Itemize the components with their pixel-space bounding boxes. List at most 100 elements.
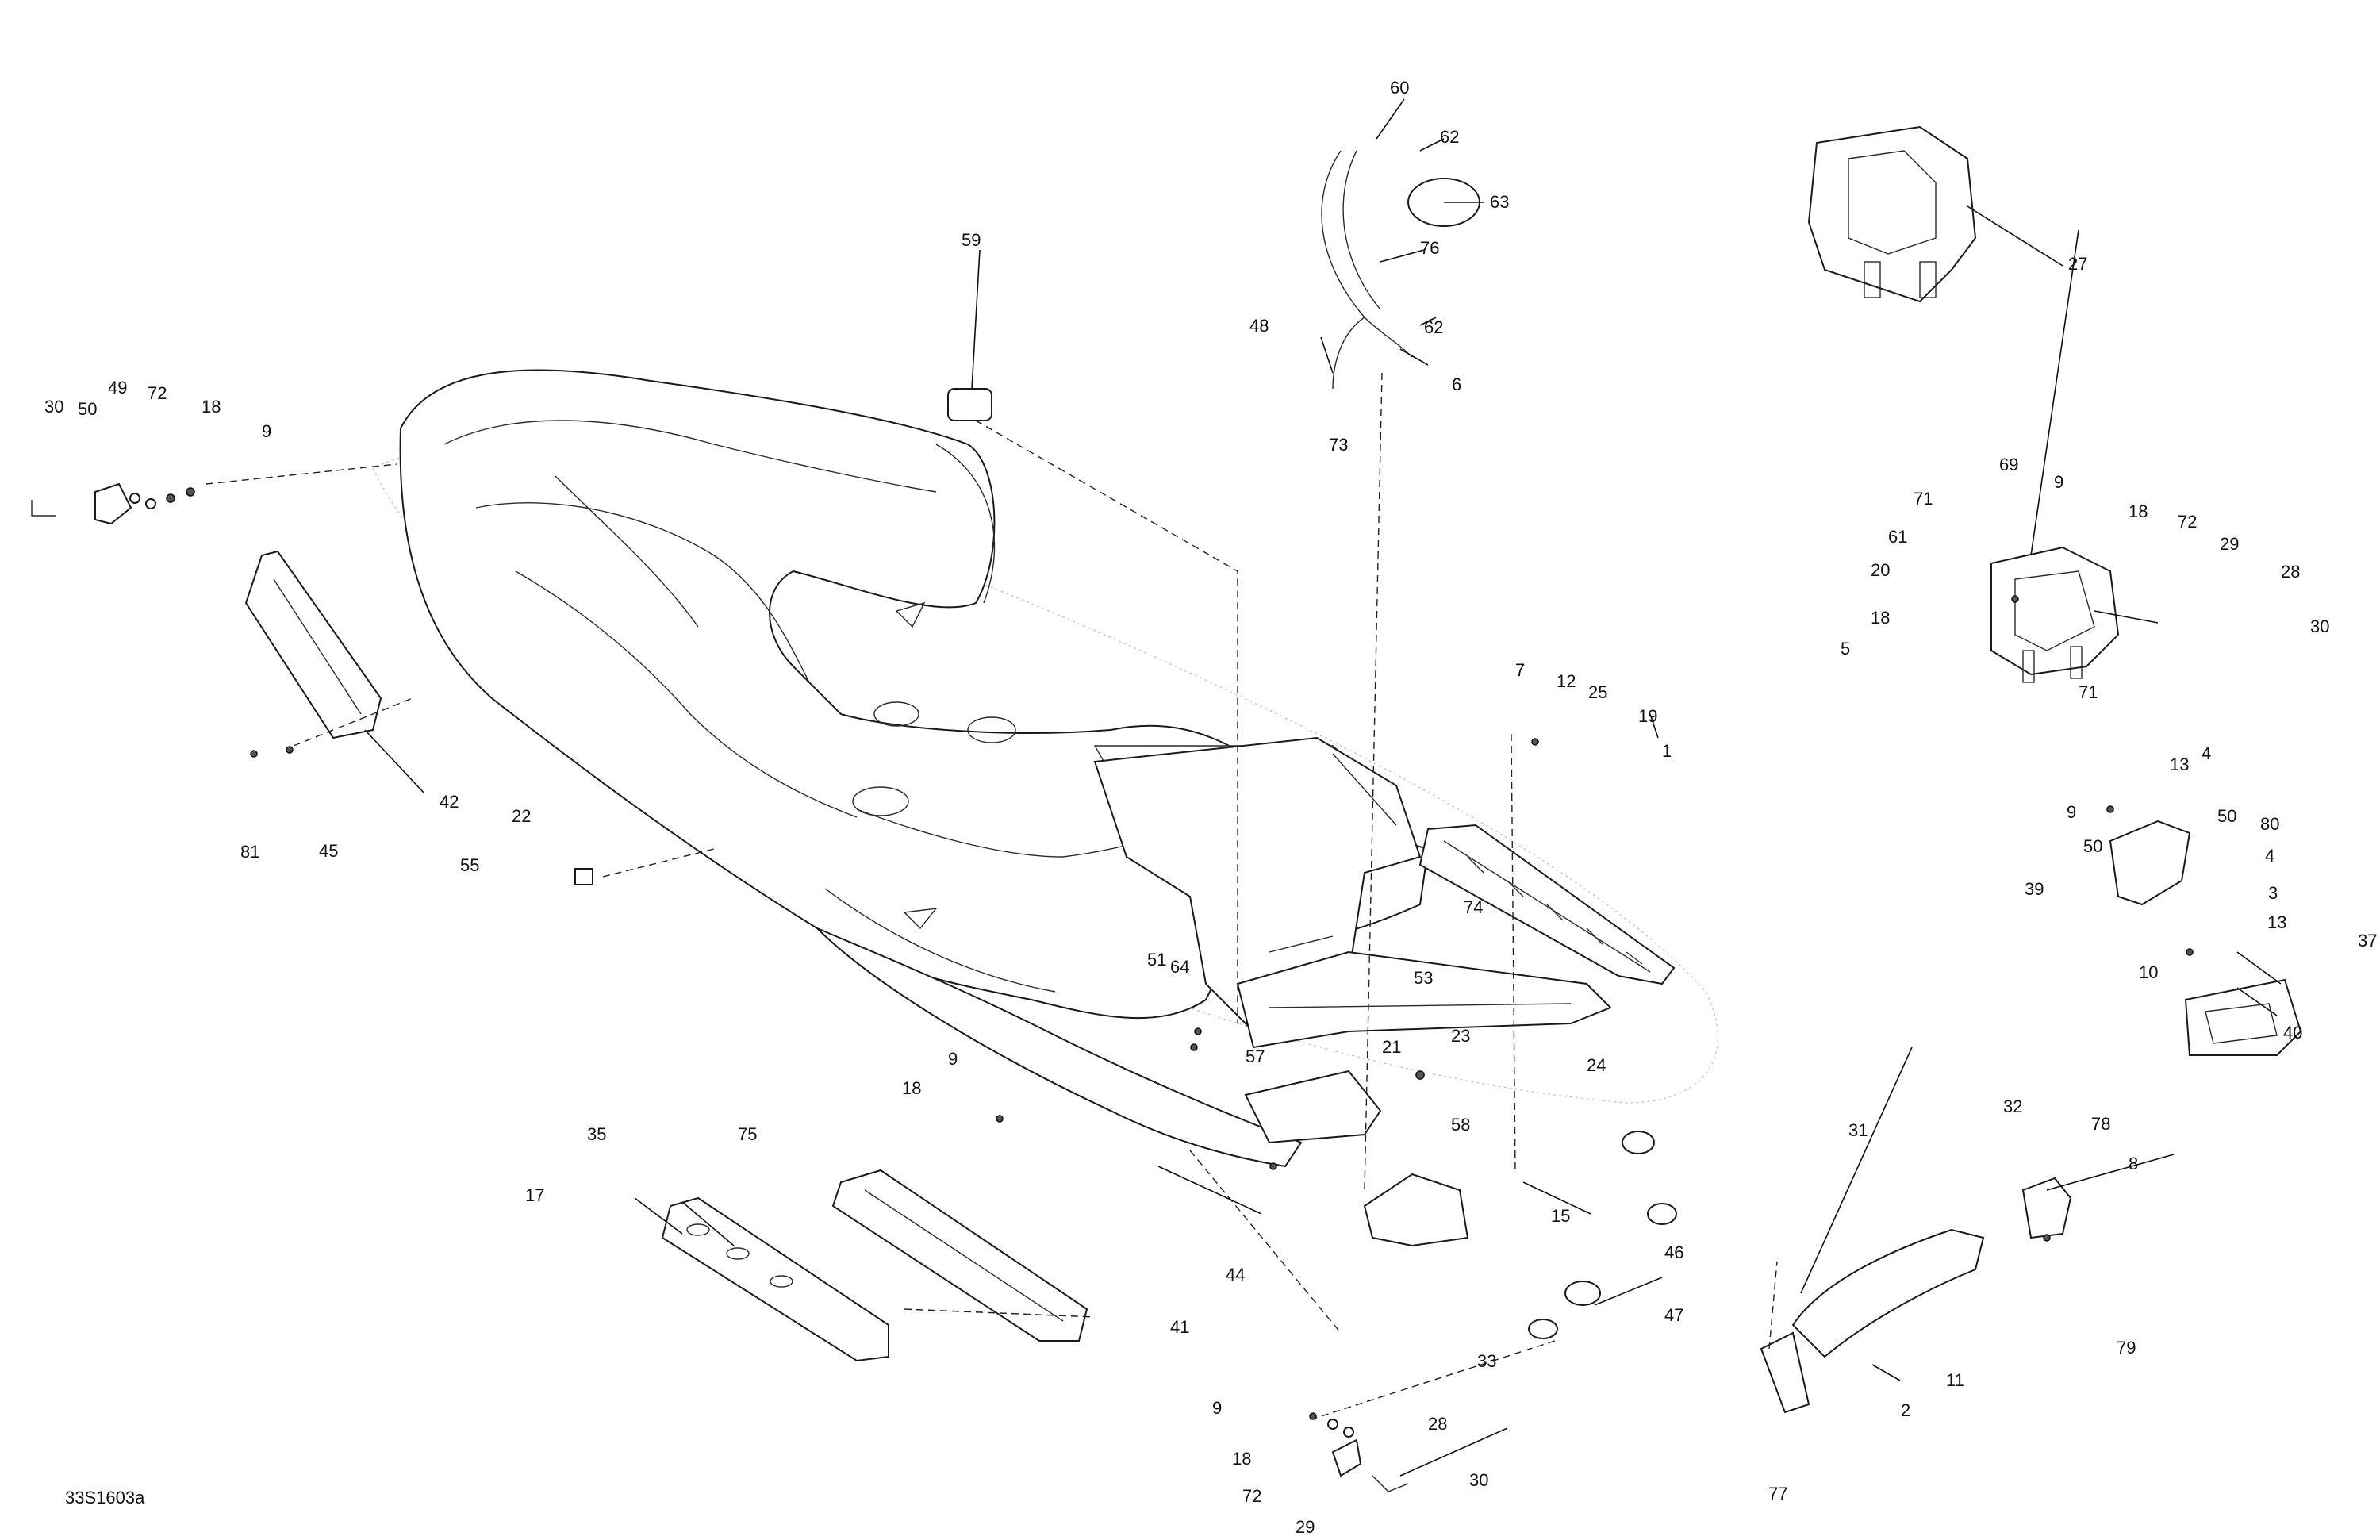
callout: 5 xyxy=(1841,639,1850,659)
callout: 17 xyxy=(525,1185,544,1205)
hardware-fasteners xyxy=(129,487,2194,1438)
callout: 30 xyxy=(1469,1470,1488,1490)
callout: 61 xyxy=(1888,527,1907,547)
callout: 24 xyxy=(1587,1055,1606,1075)
lower-rail-75 xyxy=(831,1169,1088,1342)
callout: 63 xyxy=(1490,192,1509,212)
callout: 58 xyxy=(1451,1115,1470,1135)
callout: 59 xyxy=(962,230,981,250)
callout: 28 xyxy=(2281,562,2300,582)
callout: 75 xyxy=(738,1124,757,1144)
callout: 80 xyxy=(2260,814,2279,834)
callout: 9 xyxy=(262,421,271,441)
plate-37 xyxy=(2184,978,2302,1056)
callout: 18 xyxy=(1232,1449,1251,1469)
mount-plate xyxy=(1363,1173,1469,1247)
bracket-78 xyxy=(2021,1177,2072,1239)
callout: 10 xyxy=(2139,962,2158,982)
callout: 18 xyxy=(2129,501,2148,521)
callout: 57 xyxy=(1246,1047,1265,1066)
bushing-59 xyxy=(947,388,992,421)
callout: 19 xyxy=(1638,706,1657,726)
diagram-code: 33S1603a xyxy=(65,1488,145,1507)
callout: 9 xyxy=(2054,472,2063,492)
callout: 40 xyxy=(2283,1023,2302,1043)
callout: 64 xyxy=(1170,957,1189,977)
callout: 47 xyxy=(1664,1305,1683,1325)
callout: 29 xyxy=(1296,1517,1315,1537)
callout: 22 xyxy=(512,806,531,826)
callout: 3 xyxy=(2268,883,2278,903)
hull-keel xyxy=(816,927,1382,1168)
callout: 73 xyxy=(1329,435,1348,455)
callout: 31 xyxy=(1848,1120,1868,1140)
step-77 xyxy=(1760,1331,1810,1414)
callout: 9 xyxy=(948,1049,958,1069)
bracket-mid-right xyxy=(1990,546,2120,683)
callout: 50 xyxy=(2217,806,2236,826)
callout: 21 xyxy=(1382,1037,1401,1057)
hose-assembly xyxy=(1321,150,1480,390)
callout: 76 xyxy=(1420,238,1439,258)
assembly-lines xyxy=(205,372,1778,1421)
callout: 18 xyxy=(902,1078,921,1098)
bottom-cap xyxy=(1331,1438,1409,1492)
callout: 2 xyxy=(1901,1400,1910,1420)
callout: 32 xyxy=(2003,1096,2022,1116)
callout: 72 xyxy=(1242,1486,1261,1506)
callout: 20 xyxy=(1871,560,1890,580)
callout: 29 xyxy=(2220,534,2239,554)
callout: 69 xyxy=(1999,455,2018,474)
callout: 72 xyxy=(2178,512,2197,532)
callout: 50 xyxy=(2083,836,2102,856)
callout: 41 xyxy=(1170,1317,1189,1337)
callout: 33 xyxy=(1477,1351,1496,1371)
callout: 50 xyxy=(78,399,97,419)
callout: 79 xyxy=(2117,1338,2136,1358)
callout: 77 xyxy=(1768,1484,1787,1504)
front-cap xyxy=(31,482,132,525)
callout: 71 xyxy=(1914,489,1933,509)
callout: 12 xyxy=(1557,671,1576,691)
callout: 18 xyxy=(1871,608,1890,628)
callout: 25 xyxy=(1588,682,1607,702)
rear-rail-right xyxy=(1418,824,1676,985)
callout: 62 xyxy=(1424,317,1443,337)
callout: 71 xyxy=(2079,682,2098,702)
callout: 23 xyxy=(1451,1026,1470,1046)
callout: 11 xyxy=(1946,1370,1964,1390)
callout: 46 xyxy=(1664,1242,1683,1262)
callout: 35 xyxy=(587,1124,606,1144)
callout: 27 xyxy=(2068,254,2087,274)
callout-labels: 60 62 63 76 62 6 48 73 59 27 30 50 49 72… xyxy=(44,78,2377,1537)
rear-rail-left xyxy=(1236,950,1612,1049)
callout: 1 xyxy=(1662,741,1672,761)
callout: 15 xyxy=(1551,1206,1570,1226)
callout: 45 xyxy=(319,841,338,861)
bracket-39 xyxy=(2109,820,2191,906)
callout: 9 xyxy=(2067,802,2076,822)
callout: 62 xyxy=(1440,127,1459,147)
lower-rail-35 xyxy=(661,1196,889,1362)
callout: 53 xyxy=(1414,968,1433,988)
handle-31 xyxy=(1791,1228,1985,1358)
callout: 74 xyxy=(1464,897,1483,917)
callout: 4 xyxy=(2265,846,2274,866)
front-side-rail xyxy=(244,550,382,739)
callout: 72 xyxy=(148,383,167,403)
callout: 30 xyxy=(2310,616,2329,636)
leader-lines xyxy=(364,98,2282,1477)
callout: 55 xyxy=(460,855,479,875)
callout: 42 xyxy=(440,792,459,812)
callout: 8 xyxy=(2129,1154,2138,1173)
callout: 13 xyxy=(2170,755,2189,774)
callout: 9 xyxy=(1212,1398,1222,1418)
callout: 48 xyxy=(1250,316,1269,336)
callout: 7 xyxy=(1515,660,1525,680)
callout: 78 xyxy=(2091,1114,2110,1134)
callout: 60 xyxy=(1390,78,1409,98)
callout: 39 xyxy=(2025,879,2044,899)
bumpers xyxy=(1528,1131,1677,1339)
callout: 28 xyxy=(1428,1414,1447,1434)
